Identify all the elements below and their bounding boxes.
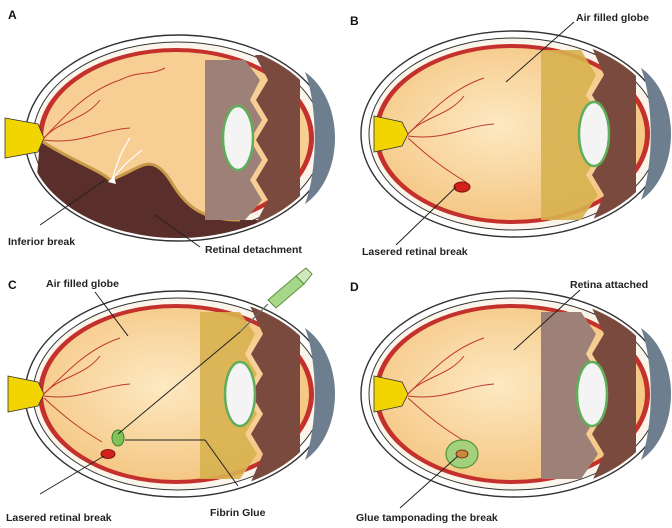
fibrin-glue-label: Fibrin Glue xyxy=(210,507,265,519)
panel-letter: D xyxy=(350,280,359,294)
lasered-break-label: Lasered retinal break xyxy=(6,512,112,524)
eye-diagram-b xyxy=(336,0,672,264)
panel-letter: A xyxy=(8,8,17,22)
lasered-break-label: Lasered retinal break xyxy=(362,246,468,258)
eye-diagram-a xyxy=(0,0,336,264)
panel-a: A Inferior break Retinal detachment xyxy=(0,0,336,264)
air-filled-globe-label: Air filled globe xyxy=(46,278,119,290)
retina-attached-label: Retina attached xyxy=(570,279,648,291)
glue-tamponading-label: Glue tamponading the break xyxy=(356,512,498,524)
air-filled-globe-label: Air filled globe xyxy=(576,12,649,24)
inferior-break-label: Inferior break xyxy=(8,236,75,248)
panel-b: B Air filled globe Lasered retinal break xyxy=(336,0,672,264)
panel-c: C Air filled globe Fibrin Glue Lasered r… xyxy=(0,264,336,528)
retinal-detachment-label: Retinal detachment xyxy=(205,244,302,256)
eye-diagram-c xyxy=(0,264,336,528)
panel-letter: C xyxy=(8,278,17,292)
panel-letter: B xyxy=(350,14,359,28)
eye-diagram-d xyxy=(336,264,672,528)
panel-d: D Retina attached Glue tamponading the b… xyxy=(336,264,672,528)
